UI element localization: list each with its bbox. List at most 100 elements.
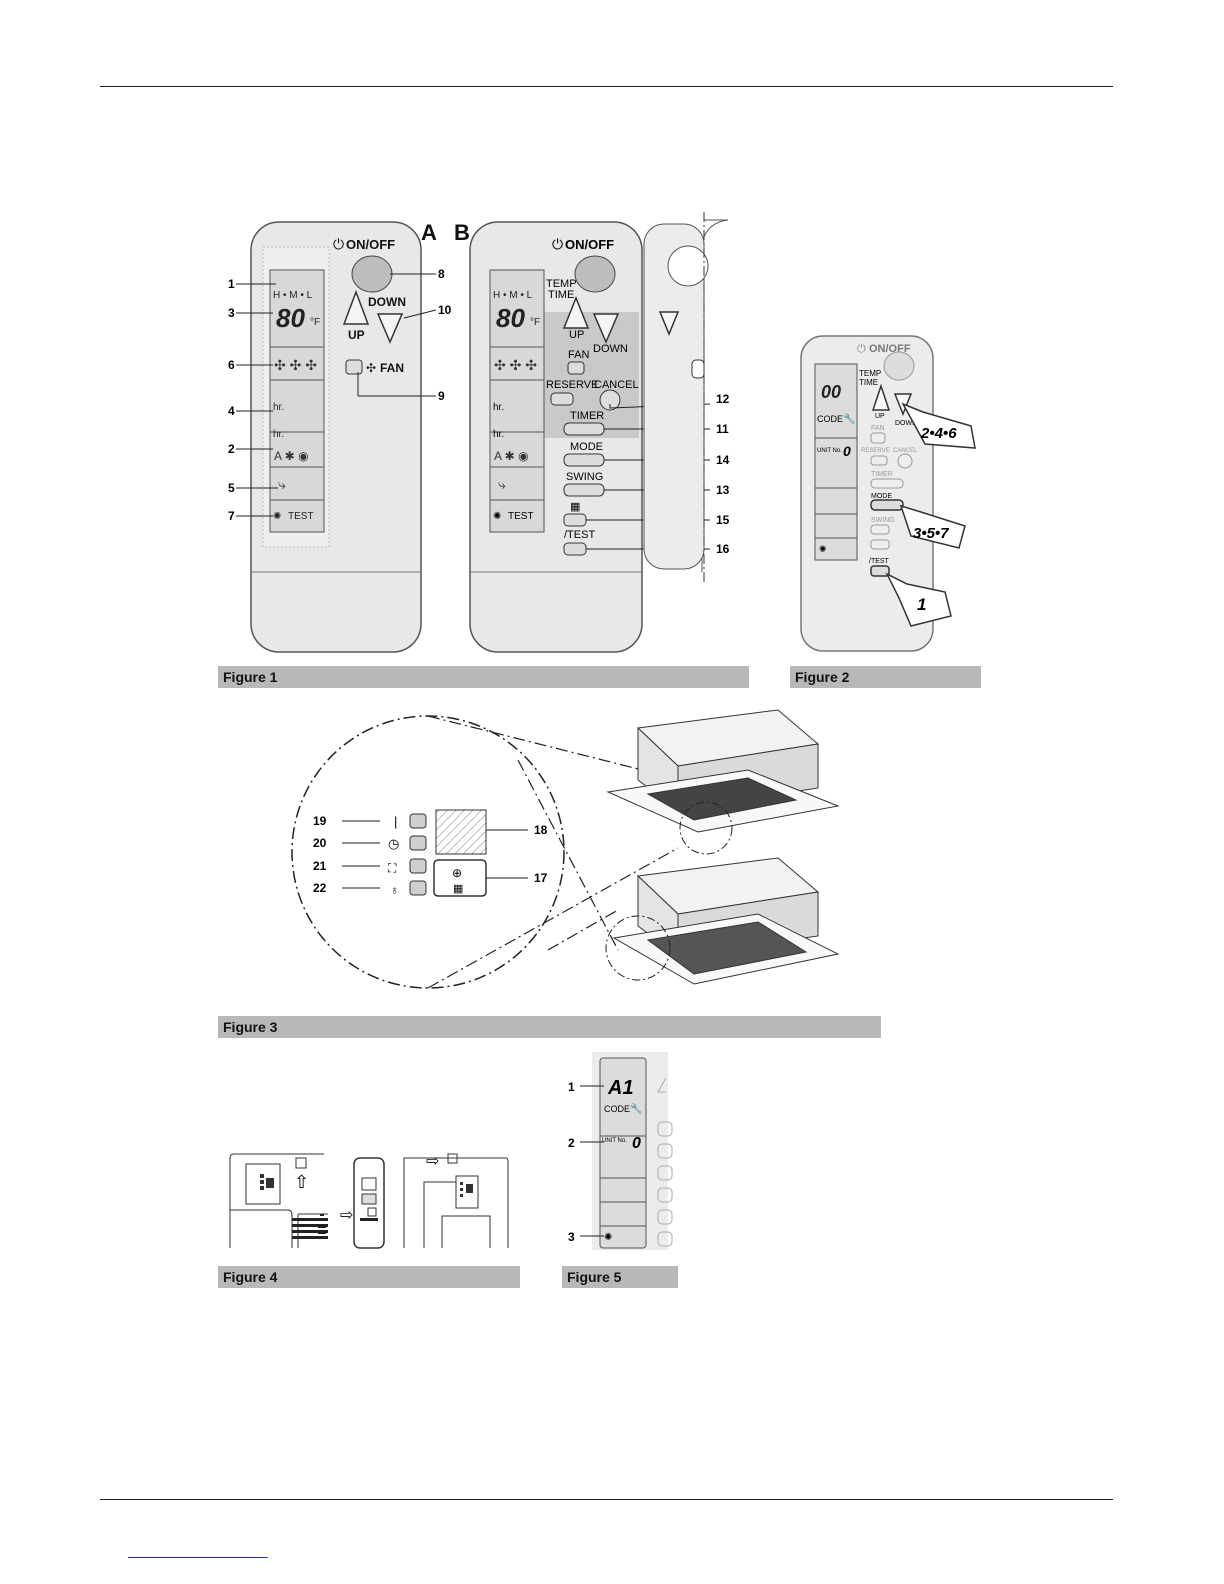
remote-2-timer: TIMER [871, 471, 893, 478]
callout-17: 17 [534, 871, 548, 885]
finger-step-1 [885, 572, 952, 627]
callout-1: 1 [568, 1080, 575, 1094]
callout-18: 18 [534, 823, 548, 837]
callout-8: 8 [438, 267, 445, 281]
filter-icon: ▦ [570, 501, 580, 513]
callout-9: 9 [438, 389, 445, 403]
remote-b-hr-2: hr. [493, 429, 504, 440]
test-icon: ✺ [273, 511, 281, 522]
remote-2-cancel-button[interactable] [897, 453, 913, 469]
remote-b-filter-button[interactable] [563, 513, 587, 527]
mode-icons: A ✱ ◉ [494, 449, 529, 463]
callout-2: 2 [568, 1136, 575, 1150]
remote-2-unit-no: UNIT No. [817, 448, 842, 454]
remote-a-fan-icon: ✣ [366, 361, 376, 375]
remote-5-code: CODE [604, 1104, 630, 1114]
power-icon: ⏻ [333, 236, 344, 252]
remote-2-digits: 00 [821, 382, 841, 402]
remote-b-onoff-button[interactable] [574, 255, 616, 293]
unit-corner-left [229, 1153, 324, 1248]
test-icon: ✺ [604, 1232, 612, 1243]
power-icon: ⏻ [857, 343, 866, 355]
wrench-icon: 🔧 [843, 412, 855, 425]
remote-2-test-button[interactable] [870, 565, 890, 577]
remote-b-timer-label: TIMER [570, 410, 604, 422]
remote-b-reserve-button[interactable] [550, 392, 574, 406]
remote-a-onoff-button[interactable] [351, 255, 393, 293]
panel-a-label: A [421, 220, 437, 245]
remote-2-unit-digit: 0 [843, 443, 851, 459]
remote-2-timer-button[interactable] [870, 478, 904, 489]
indicator-lamps [409, 813, 427, 896]
remote-a-fan-button[interactable] [345, 359, 363, 375]
remote-a-digits: 80 [276, 303, 305, 333]
remote-2-swing-button[interactable] [870, 524, 890, 535]
remote-2-mode-button[interactable] [870, 499, 904, 511]
arrow-right-icon: ⇨ [340, 1207, 353, 1224]
remote-2-filter-button[interactable] [870, 539, 890, 550]
remote-2-up-button[interactable] [871, 383, 891, 411]
callout-13: 13 [716, 483, 730, 497]
slot-marker-1 [295, 1157, 307, 1169]
footer-link-underline[interactable] [128, 1557, 268, 1558]
detail-circle-bottom [605, 915, 671, 981]
filter-signal-icon: ⛶ [387, 861, 397, 875]
remote-b-mode-button[interactable] [563, 453, 605, 467]
footer-rule [100, 1499, 1113, 1500]
remote-b-timer-button[interactable] [563, 422, 605, 436]
caption-figure-5: Figure 5 [562, 1266, 678, 1288]
arrow-right-icon: ⇨ [426, 1153, 439, 1170]
remote-b-up-label: UP [569, 329, 584, 341]
figure-4: ⇧ ⇨ ⇨ [228, 1150, 510, 1250]
callouts-a-left [236, 283, 278, 517]
caption-figure-4: Figure 4 [218, 1266, 520, 1288]
remote-b-down-button[interactable] [592, 313, 620, 344]
cassette-unit-bottom [612, 857, 840, 985]
remote-2-down: DOWN [895, 420, 917, 427]
remote-a-up-label: UP [348, 328, 365, 342]
remote-5-unit-no: UNIT No. [602, 1138, 627, 1144]
remote-2-time: TIME [859, 378, 878, 387]
callout-1: 1 [228, 277, 235, 291]
signal-receiver [435, 809, 487, 855]
remote-b-up-button[interactable] [562, 295, 590, 329]
callout-22: 22 [313, 881, 327, 895]
step-label-357: 3•5•7 [913, 525, 949, 542]
remote-a-down-button[interactable] [376, 313, 404, 344]
arrow-up-icon: ⇧ [294, 1172, 309, 1192]
remote-a-display [269, 269, 325, 533]
remote-2-cancel: CANCEL [893, 448, 918, 454]
magnifier-circle [291, 715, 565, 989]
remote-b-swing-button[interactable] [563, 483, 605, 497]
timer-icon: ◷ [388, 836, 399, 851]
test-icon: ✺ [493, 511, 501, 522]
remote-5-display [599, 1057, 647, 1249]
remote-5-unit-digit: 0 [632, 1135, 641, 1152]
callout-5: 5 [228, 481, 235, 495]
remote-b-unit-f: °F [530, 317, 540, 328]
callout-15: 15 [716, 513, 730, 527]
remote-a-hr-1: hr. [273, 402, 284, 413]
cassette-unit-top [606, 709, 840, 833]
callout-12: 12 [716, 392, 730, 406]
remote-2-fan-button[interactable] [870, 432, 886, 444]
remote-b-test-button[interactable] [563, 542, 587, 556]
remote-5-digits: A1 [607, 1077, 634, 1099]
remote-b-cancel-button[interactable] [599, 389, 621, 411]
remote-b-time-label: TIME [548, 289, 574, 301]
power-icon: ⏻ [552, 236, 563, 252]
remote-b-test-label: /TEST [564, 529, 595, 541]
remote-b-hr-1: hr. [493, 402, 504, 413]
remote-a-unit-f: °F [310, 317, 320, 328]
remote-2-mode: MODE [871, 493, 892, 500]
fan-speed-icon: ✣ ✣ ✣ [494, 357, 537, 373]
callout-2: 2 [228, 442, 235, 456]
remote-2-onoff-button[interactable] [883, 351, 915, 381]
mode-icons: A ✱ ◉ [274, 449, 309, 463]
remote-b-reserve-label: RESERVE [546, 379, 598, 391]
remote-b-fan-button[interactable] [567, 361, 585, 375]
remote-a-up-button[interactable] [342, 289, 370, 325]
remote-2-reserve-button[interactable] [870, 455, 888, 466]
filter-grid-icon: ▦ [453, 883, 463, 895]
figure-2: 00 CODE 🔧 UNIT No. 0 ✺ ⏻ ON/OFF TEMP TIM… [795, 330, 980, 655]
